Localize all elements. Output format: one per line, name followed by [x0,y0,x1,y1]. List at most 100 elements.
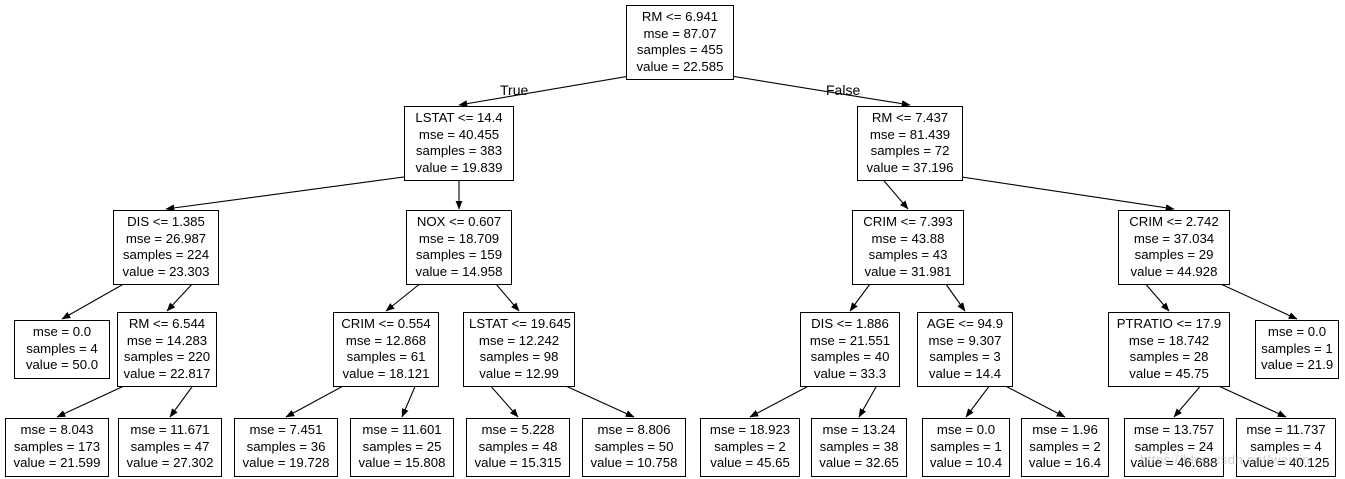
node-samples: samples = 40 [810,349,890,365]
node-value: value = 27.302 [126,455,214,471]
edge-label-true: True [500,82,529,98]
node-samples: samples = 25 [362,438,442,454]
node-samples: samples = 455 [636,42,724,58]
node-value: value = 18.121 [342,365,430,381]
node-value: value = 50.0 [25,357,99,373]
node-mse: mse = 13.24 [822,422,896,437]
node-samples: samples = 159 [415,247,503,263]
node-mse: mse = 21.551 [809,332,891,348]
node-mse: mse = 8.806 [597,422,671,437]
node-value: value = 31.981 [864,263,952,279]
node-samples: samples = 224 [122,247,210,263]
node-mse: mse = 14.283 [126,332,208,348]
node-condition: NOX <= 0.607 [416,214,502,229]
node-mse: mse = 8.043 [20,422,94,437]
node-samples: samples = 50 [594,438,674,454]
node-samples: samples = 98 [479,349,559,365]
node-condition: AGE <= 94.9 [926,316,1004,331]
node-mse: mse = 1.96 [1032,422,1098,437]
node-condition: LSTAT <= 14.4 [415,110,503,125]
node-value: value = 15.315 [474,455,562,471]
node-value: value = 32.65 [819,455,899,471]
node-mse: mse = 81.439 [869,126,951,142]
node-mse: mse = 37.034 [1133,230,1215,246]
node-samples: samples = 29 [1134,247,1214,263]
node-mse: mse = 18.923 [709,422,791,437]
node-value: value = 33.3 [813,365,887,381]
node-value: value = 19.728 [242,455,330,471]
tree-edge [712,72,911,108]
node-samples: samples = 72 [870,143,950,159]
node-samples: samples = 48 [478,438,558,454]
node-samples: samples = 173 [13,438,101,454]
node-mse: mse = 18.742 [1128,332,1210,348]
node-samples: samples = 36 [246,438,326,454]
node-value: value = 19.839 [415,159,503,175]
node-value: value = 21.9 [1261,357,1334,373]
node-mse: mse = 12.242 [478,332,560,348]
node-condition: CRIM <= 0.554 [341,316,431,331]
node-value: value = 37.196 [866,159,954,175]
node-mse: mse = 12.868 [345,332,427,348]
node-condition: LSTAT <= 19.645 [469,316,571,331]
node-samples: samples = 2 [1029,438,1101,454]
edge-label-false: False [826,82,861,98]
node-condition: CRIM <= 2.742 [1129,214,1219,229]
node-condition: PTRATIO <= 17.9 [1116,316,1222,331]
node-mse: mse = 7.451 [249,422,323,437]
node-samples: samples = 4 [26,340,98,356]
node-value: value = 14.4 [928,365,1002,381]
node-value: value = 15.808 [358,455,446,471]
node-value: value = 46.688 [1130,455,1218,471]
node-mse: mse = 13.757 [1133,422,1215,437]
node-mse: mse = 18.709 [418,230,500,246]
node-samples: samples = 61 [346,349,426,365]
node-mse: mse = 0.0 [1267,324,1327,339]
node-samples: samples = 1 [930,438,1002,454]
node-value: value = 40.125 [1242,455,1330,471]
node-value: value = 10.4 [929,455,1003,471]
node-value: value = 21.599 [13,455,101,471]
node-condition: CRIM <= 7.393 [863,214,953,229]
node-condition: DIS <= 1.385 [127,214,205,229]
node-samples: samples = 2 [714,438,786,454]
node-mse: mse = 11.601 [362,422,442,437]
node-condition: RM <= 6.941 [641,9,719,24]
node-value: value = 45.75 [1129,365,1209,381]
node-value: value = 14.958 [415,263,503,279]
node-samples: samples = 1 [1261,340,1333,356]
node-value: value = 44.928 [1130,263,1218,279]
node-mse: mse = 9.307 [928,332,1002,348]
node-mse: mse = 0.0 [32,324,92,339]
tree-edge [165,173,427,212]
node-mse: mse = 0.0 [936,422,996,437]
node-value: value = 22.817 [123,365,211,381]
node-samples: samples = 28 [1129,349,1209,365]
node-value: value = 45.65 [710,455,790,471]
node-samples: samples = 3 [929,349,1001,365]
node-condition: DIS <= 1.886 [811,316,889,331]
tree-edge [941,173,1175,212]
node-value: value = 12.99 [479,365,559,381]
